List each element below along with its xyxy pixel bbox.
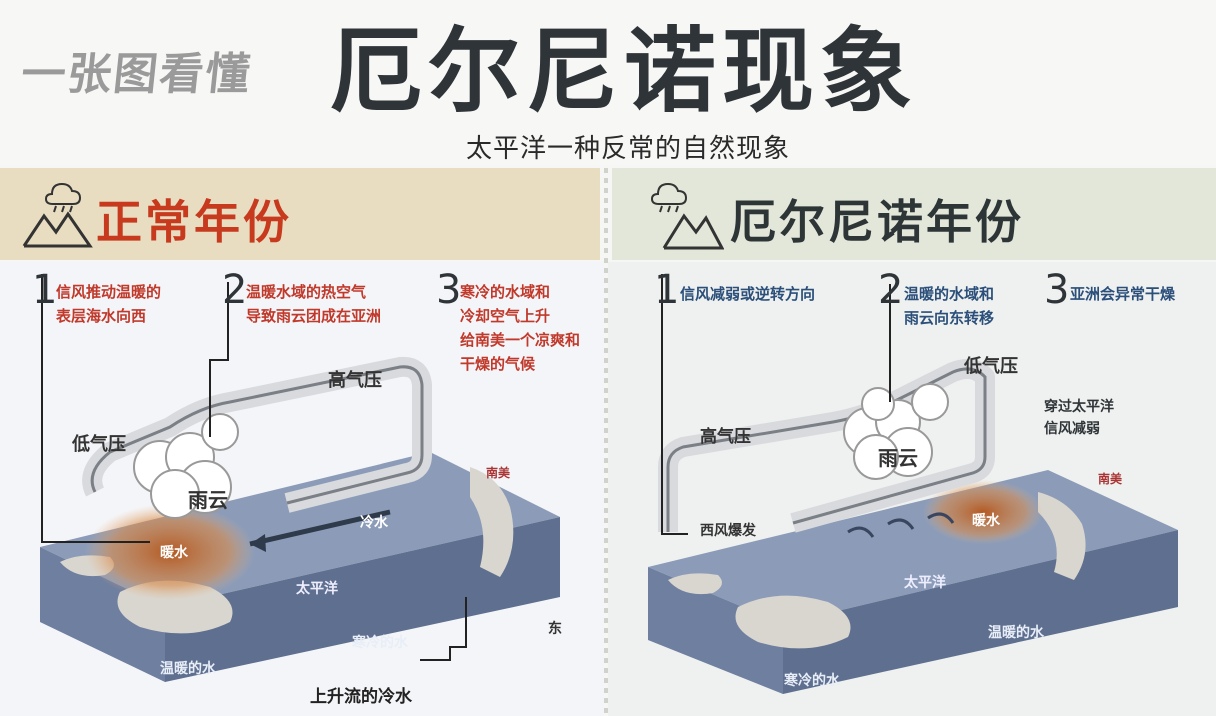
elnino-step-2-text: 温暖的水域和 雨云向东转移 [904,285,995,327]
elnino-year-band: 厄尔尼诺年份 [612,168,1216,260]
normal-warm-water-label: 暖水 [160,545,188,561]
south-america-land [470,467,514,577]
walker-circulation-outline [90,365,424,505]
australia-land [735,595,851,649]
westerly-burst-arrow [847,526,875,538]
elnino-year-diagram: 1 信风减弱或逆转方向 2 温暖的水域和 雨云向东转移 3 亚洲会异常干燥 高气… [608,262,1216,716]
ocean-front-side [40,547,165,682]
normal-east-label: 东 [548,621,562,637]
elnino-diagram-graphic [648,274,1178,694]
elnino-step-3-text: 亚洲会异常干燥 [1070,285,1176,303]
south-america-land [1038,492,1086,580]
elnino-bottom-right-label: 温暖的水 [988,625,1044,641]
elnino-step-1-text: 信风减弱或逆转方向 [680,285,816,303]
panel-divider [604,168,608,716]
elnino-bottom-left-label: 寒冷的水 [784,673,840,689]
step1-leader-line [661,274,688,535]
normal-rain-cloud-label: 雨云 [188,488,228,512]
normal-step-2-number: 2 [222,267,248,313]
weather-mountain-icon [650,182,724,250]
elnino-warm-water-label: 暖水 [972,513,1000,529]
normal-step-3-number: 3 [436,267,462,313]
westerly-burst-arrow [887,518,915,530]
elnino-weakened-trade-label: 穿过太平洋 信风减弱 [1044,399,1114,437]
normal-year-title: 正常年份 [96,195,292,249]
weather-mountain-icon [22,182,93,248]
rain-cloud-icon [843,383,949,480]
elnino-south-america-label: 南美 [1098,472,1123,486]
trade-wind-arrowhead [250,534,266,552]
westerly-burst-arrow [927,512,955,524]
page-title: 厄尔尼诺现象 [330,18,919,125]
elnino-low-pressure-label: 低气压 [964,356,1018,377]
normal-bottom-right-label: 寒冷的水 [352,635,408,651]
step2-leader-line [209,282,229,437]
normal-step-1-number: 1 [32,267,58,313]
normal-south-america-label: 南美 [486,466,511,480]
normal-diagram-graphic [40,274,560,682]
ocean-front-side [648,567,783,694]
normal-pacific-label: 太平洋 [296,581,338,597]
step1-leader-line [41,274,150,543]
normal-upwelling-label: 上升流的冷水 [310,687,412,707]
warm-water-pool [923,480,1043,544]
normal-step-3-text: 寒冷的水域和 冷却空气上升 给南美一个凉爽和 干燥的气候 [460,283,581,373]
upwelling-leader-line [420,597,467,661]
normal-step-1-text: 信风推动温暖的 表层海水向西 [56,283,162,325]
trade-wind-arrow [249,509,391,547]
normal-low-pressure-label: 低气压 [72,434,126,455]
asia-land [668,573,722,595]
normal-high-pressure-label: 高气压 [328,370,382,391]
elnino-step-1-number: 1 [654,267,680,313]
normal-step-2-text: 温暖水域的热空气 导致雨云团成在亚洲 [246,283,382,325]
normal-bottom-left-label: 温暖的水 [160,661,216,677]
elnino-pacific-label: 太平洋 [904,575,946,591]
ocean-right-side [165,517,560,682]
elnino-step-3-number: 3 [1044,267,1070,313]
warm-water-pool [85,504,255,600]
page-subtitle: 太平洋一种反常的自然现象 [465,134,790,164]
normal-year-band: 正常年份 [0,168,600,260]
elnino-high-pressure-label: 高气压 [700,427,751,447]
normal-year-diagram: 1 信风推动温暖的 表层海水向西 2 温暖水域的热空气 导致雨云团成在亚洲 3 … [0,262,604,716]
rain-cloud-icon [133,413,239,519]
elnino-rain-cloud-label: 雨云 [878,446,918,470]
header-prefix: 一张图看懂 [18,49,255,100]
elnino-step-2-number: 2 [878,267,904,313]
header: 一张图看懂 厄尔尼诺现象 太平洋一种反常的自然现象 [0,0,1216,165]
elnino-westerly-burst-label: 西风爆发 [700,523,756,539]
normal-cold-water-label: 冷水 [360,515,388,531]
elnino-year-title: 厄尔尼诺年份 [730,195,1024,249]
